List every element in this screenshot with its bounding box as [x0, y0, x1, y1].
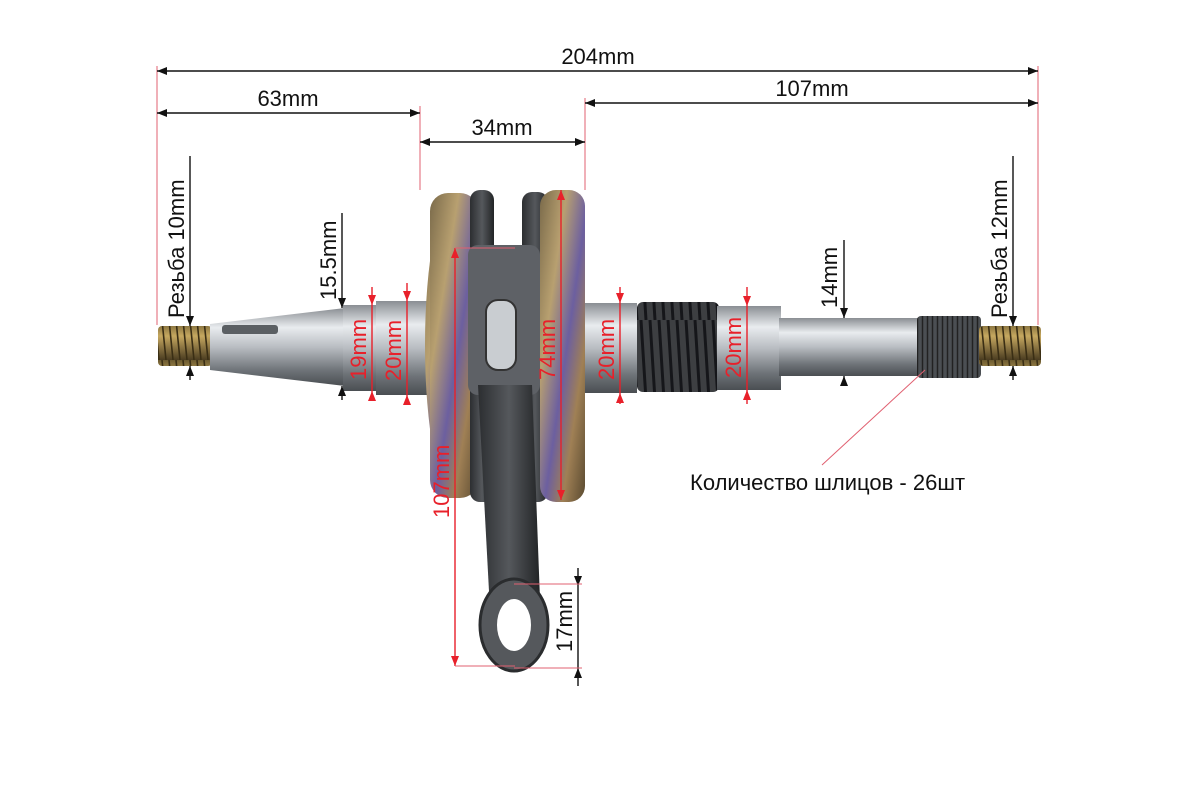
keyway [222, 325, 278, 334]
left-bearing-seat [376, 301, 428, 395]
big-end-cage [485, 299, 517, 371]
label-right-shaft-length: 107mm [775, 76, 848, 101]
label-flywheel-diameter: 74mm [535, 319, 560, 380]
label-flywheel-width: 34mm [471, 115, 532, 140]
small-end-hole [497, 599, 531, 651]
right-shaft [779, 318, 919, 376]
dimension-lines [156, 66, 1039, 686]
label-left-shaft-length: 63mm [257, 86, 318, 111]
right-thread [979, 326, 1041, 366]
label-left-bearing-diameter: 20mm [381, 320, 406, 381]
left-flywheel-body [430, 193, 478, 498]
left-thread [158, 326, 212, 366]
label-crank-height: 107mm [429, 445, 454, 518]
label-spline-count: Количество шлицов - 26шт [690, 470, 965, 495]
label-left-thread: Резьба 10mm [164, 179, 189, 318]
right-bearing-seat-2 [717, 306, 781, 390]
label-right-bearing-diameter-inner: 20mm [594, 319, 619, 380]
label-right-shaft-diameter: 14mm [817, 247, 842, 308]
crankshaft-illustration [158, 190, 1041, 673]
label-small-end-diameter: 17mm [552, 591, 577, 652]
label-right-bearing-diameter-outer: 20mm [721, 317, 746, 378]
label-left-taper-diameter: 15.5mm [316, 221, 341, 300]
right-flywheel-body [540, 190, 585, 502]
label-overall-length: 204mm [561, 44, 634, 69]
spline-section [917, 316, 981, 378]
right-bearing-seat [585, 303, 637, 393]
label-right-thread: Резьба 12mm [987, 179, 1012, 318]
label-left-journal-diameter: 19mm [346, 319, 371, 380]
connecting-rod [478, 385, 540, 610]
left-taper [210, 308, 345, 386]
oil-pump-worm [637, 302, 719, 392]
